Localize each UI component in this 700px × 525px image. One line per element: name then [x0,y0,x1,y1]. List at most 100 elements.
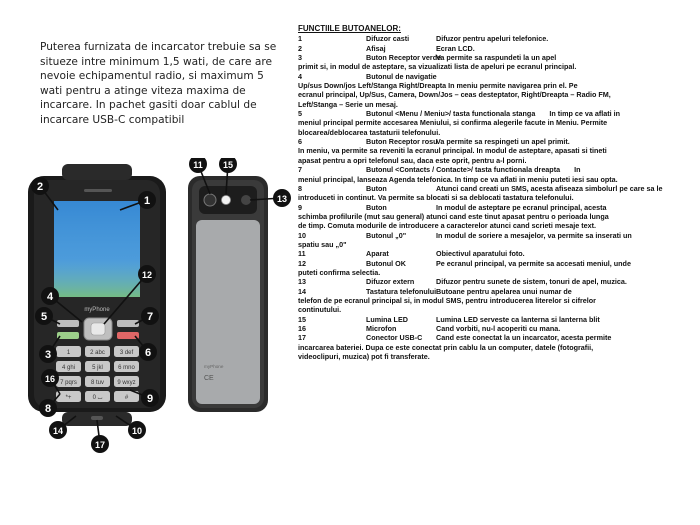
function-description-continued: Left/Stanga – Serie un mesaj. [298,99,398,109]
callout-badge [141,307,159,325]
function-description [436,72,694,81]
function-number: 2 [298,43,302,53]
earpiece [84,189,112,192]
function-description-continued: In meniu, va permite sa reveniti la ecra… [298,146,607,156]
callout-number: 12 [142,270,152,280]
function-name: Tastatura telefonului [366,286,437,296]
function-description: Butoane pentru apelarea unui numar de [436,286,572,296]
callout-badge [41,287,59,305]
callout-number: 17 [95,440,105,450]
function-description: Difuzor pentru sunete de sistem, tonuri … [436,277,627,287]
callout-badge [139,343,157,361]
callout-number: 11 [193,160,203,170]
function-number: 6 [298,137,302,147]
keypad-key [85,361,110,372]
keypad-key [85,346,110,357]
function-description-continued: ecranul principal, Up/Sus, Camera, Down/… [298,90,611,100]
keypad-key [114,346,139,357]
function-description: In modul de soriere a mesajelor, va perm… [436,230,632,240]
keypad-key-label: 3 def [120,350,134,356]
keypad-key-label: # [125,395,129,401]
function-name: Butonul <Contacts / Contacte>/ tasta fun… [366,165,561,175]
callout-number: 15 [223,160,233,170]
keypad-key-label: *+ [66,395,72,401]
function-number: 13 [298,277,306,287]
function-description: Va permite sa respingeti un apel primit. [436,137,570,147]
callout-badge [273,189,291,207]
callout-number: 9 [147,393,153,405]
function-description: Obiectivul aparatului foto. [436,249,525,259]
callout-badge [35,307,53,325]
function-description: Va permite sa raspundeti la un apel [436,53,557,63]
callout-number: 10 [132,426,142,436]
callout-badge [31,177,49,195]
function-description-continued: meniul principal, lanseaza Agenda telefo… [298,174,618,184]
keypad-key [114,391,139,402]
keypad-key-label: 0 ⌴ [93,395,103,401]
callout-badge [189,158,207,173]
function-number: 14 [298,286,306,296]
function-number: 5 [298,109,302,119]
function-row-13: 13 Difuzor extern Difuzor pentru sunete de… [298,277,694,286]
keypad-key [85,376,110,387]
keypad-key-label: 7 pqrs [60,380,77,386]
keypad-key [56,346,81,357]
function-description-continued: primit si, in modul de asteptare, sa viz… [298,62,577,72]
callout-number: 8 [45,403,51,415]
function-description: Cand este conectat la un incarcator, ace… [436,333,612,343]
function-name: Difuzor extern [366,277,415,287]
callout-number: 1 [144,195,150,207]
callout-badge [91,435,109,453]
phone-brand-label: myPhone [84,307,110,313]
function-description-continued: spatiu sau „0" [298,239,347,249]
function-number: 7 [298,165,302,175]
callout-badge [128,421,146,439]
keypad-key [114,361,139,372]
function-number: 12 [298,258,306,268]
callout-badge [41,369,59,387]
function-description-continued: incarcarea bateriei. Dupa ce este conect… [298,342,594,352]
keypad-key [114,376,139,387]
keypad-key [56,391,81,402]
function-description: In [574,165,581,175]
function-row-5: 5 Butonul <Menu / Meniu>/ tasta functiona… [298,109,694,118]
keypad-key-label: 8 tuv [91,380,104,386]
function-description: Pe ecranul principal, va permite sa acce… [436,258,631,268]
callout-number: 3 [45,349,51,361]
function-name: Aparat [366,249,389,259]
function-number: 9 [298,202,302,212]
keypad-key [85,391,110,402]
function-number: 1 [298,34,302,44]
phone-back: myPhone CE [188,176,268,412]
function-description-continued: meniul principal permite accesarea Meniu… [298,118,608,128]
function-name: Butonul <Menu / Meniu>/ tasta functional… [366,109,536,119]
function-row-7: 7 Butonul <Contacts / Contacte>/ tasta fu… [298,165,694,174]
function-number: 15 [298,314,306,324]
function-number: 11 [298,249,306,259]
callout-number: 16 [45,374,55,384]
function-name: Buton [366,202,387,212]
function-description-continued: continutului. [298,305,342,315]
function-row-11: 11 Aparat Obiectivul aparatului foto. [298,249,694,258]
callout-number: 13 [277,194,287,204]
keypad-key-label: 5 jkl [92,365,103,371]
callout-badge [141,389,159,407]
end-call-button [117,332,139,339]
function-name: Buton [366,183,387,193]
function-description-continued: telefon de pe ecranul principal si, in m… [298,295,596,305]
callout-badge [39,345,57,363]
function-description-continued: Up/sus Down/jos Left/Stanga Right/Dreapt… [298,81,578,91]
callout-number: 7 [147,311,153,323]
callout-leader-line [103,273,148,325]
